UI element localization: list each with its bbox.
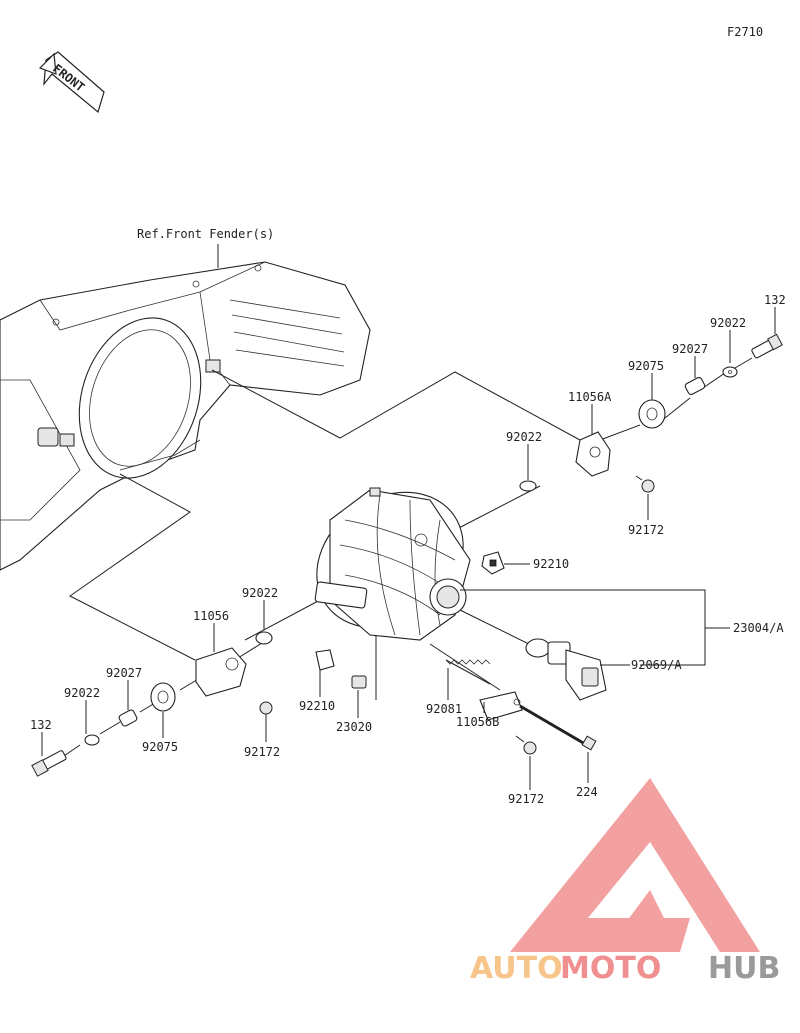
callout-23020: 23020 [336, 720, 372, 734]
bolt-132-right [751, 333, 783, 359]
washer-92022-right [722, 366, 738, 378]
nut-23020 [351, 675, 367, 689]
callout-224: 224 [576, 785, 598, 799]
callout-92069A: 92069/A [631, 658, 682, 672]
bolt-132-left [31, 750, 67, 777]
washer-92022-mid [519, 480, 537, 492]
callout-23004A: 23004/A [733, 621, 784, 635]
collar-92027-right [684, 376, 706, 396]
collar-92027-left [118, 709, 138, 727]
callout-92172-left: 92172 [244, 745, 280, 759]
logo-text-auto: AUTO [470, 951, 563, 986]
callout-92075-right: 92075 [628, 359, 664, 373]
callout-11056B: 11056B [456, 715, 499, 729]
screw-224 [519, 704, 597, 751]
grommet-92075-right [638, 399, 666, 429]
bulb-92069A [525, 638, 607, 701]
callout-92027-right: 92027 [672, 342, 708, 356]
callout-11056A: 11056A [568, 390, 612, 404]
logo-text-hub: HUB [708, 951, 780, 986]
washer-92022-far [84, 734, 100, 746]
logo-triangle-icon [510, 778, 760, 952]
callout-92027-left: 92027 [106, 666, 142, 680]
callout-92081: 92081 [426, 702, 462, 716]
callout-92022-right: 92022 [710, 316, 746, 330]
reference-note: Ref.Front Fender(s) [137, 227, 274, 241]
logo-text-moto: MOTO [560, 951, 661, 986]
washer-92022-left [255, 631, 273, 645]
callout-132-left: 132 [30, 718, 52, 732]
clip-92210-right [481, 551, 505, 575]
bracket-11056 [195, 647, 247, 697]
callout-92022-mid: 92022 [506, 430, 542, 444]
callout-132-right: 132 [764, 293, 786, 307]
callout-92075-left: 92075 [142, 740, 178, 754]
clip-92210-left [315, 649, 335, 671]
front-direction-arrow-icon: FRONT [38, 51, 105, 114]
headlight-unit [314, 487, 471, 700]
screw-92172-left [259, 701, 273, 715]
callout-92022-left: 92022 [242, 586, 278, 600]
front-fender-housing [0, 261, 371, 571]
bracket-11056B [479, 691, 523, 721]
figure-id: F2710 [727, 25, 763, 39]
callout-11056: 11056 [193, 609, 229, 623]
callout-leaders [41, 307, 776, 790]
spring-92081 [445, 659, 491, 685]
screw-92172-bottom [515, 735, 537, 755]
leader-23004A [460, 589, 706, 666]
callout-92022-far: 92022 [64, 686, 100, 700]
grommet-92075-left [150, 682, 176, 712]
bracket-11056A [575, 431, 611, 477]
callout-92172-right: 92172 [628, 523, 664, 537]
callout-92210-left: 92210 [299, 699, 335, 713]
callout-92210-right: 92210 [533, 557, 569, 571]
screw-92172-right [635, 475, 655, 493]
callout-92172-bottom: 92172 [508, 792, 544, 806]
automotohub-logo: AUTO MOTO HUB [470, 778, 780, 986]
